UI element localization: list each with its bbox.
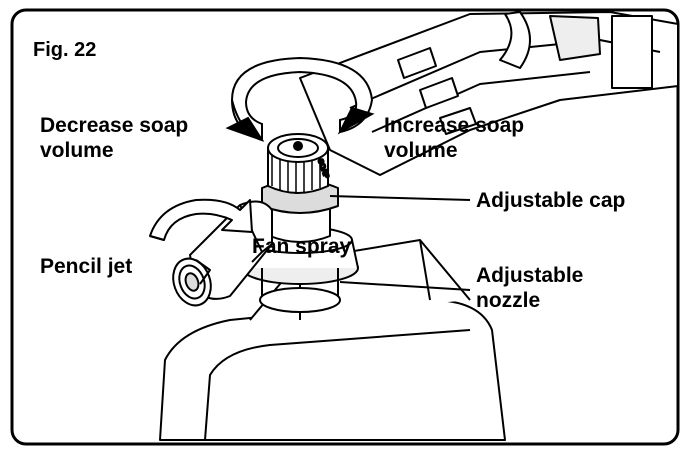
label-increase-soap-volume: Increase soap volume [384,113,524,163]
leader-fan-spray [251,251,263,263]
label-decrease-soap-volume: Decrease soap volume [40,113,188,163]
label-increase-line-1: Increase soap [384,114,525,137]
leader-adjustable-nozzle [339,281,471,291]
figure-title: Fig. 22 [33,39,97,61]
nozzle-body [241,179,359,313]
leader-lines [251,195,471,291]
decrease-arrowhead [225,116,265,142]
label-increase-line-2: volume [384,139,458,162]
leader-adjustable-cap [329,195,471,201]
figure-border [10,8,680,446]
spray-rotation-arrow [149,198,253,285]
label-adjustable-cap: Adjustable cap [476,189,626,212]
label-decrease-line-1: Decrease soap [40,114,189,137]
lance-housing [299,11,679,176]
label-nozzle-line-2: nozzle [476,289,541,312]
adjustable-cap: SOAP [267,133,331,194]
volume-rotation-arrow [225,56,375,142]
label-nozzle-line-1: Adjustable [476,264,584,287]
increase-arrowhead [337,106,375,135]
label-pencil-jet: Pencil jet [40,255,133,278]
label-adjustable-nozzle: Adjustable nozzle [476,263,583,313]
label-decrease-line-2: volume [40,139,114,162]
label-fan-spray: Fan spray [252,235,352,258]
